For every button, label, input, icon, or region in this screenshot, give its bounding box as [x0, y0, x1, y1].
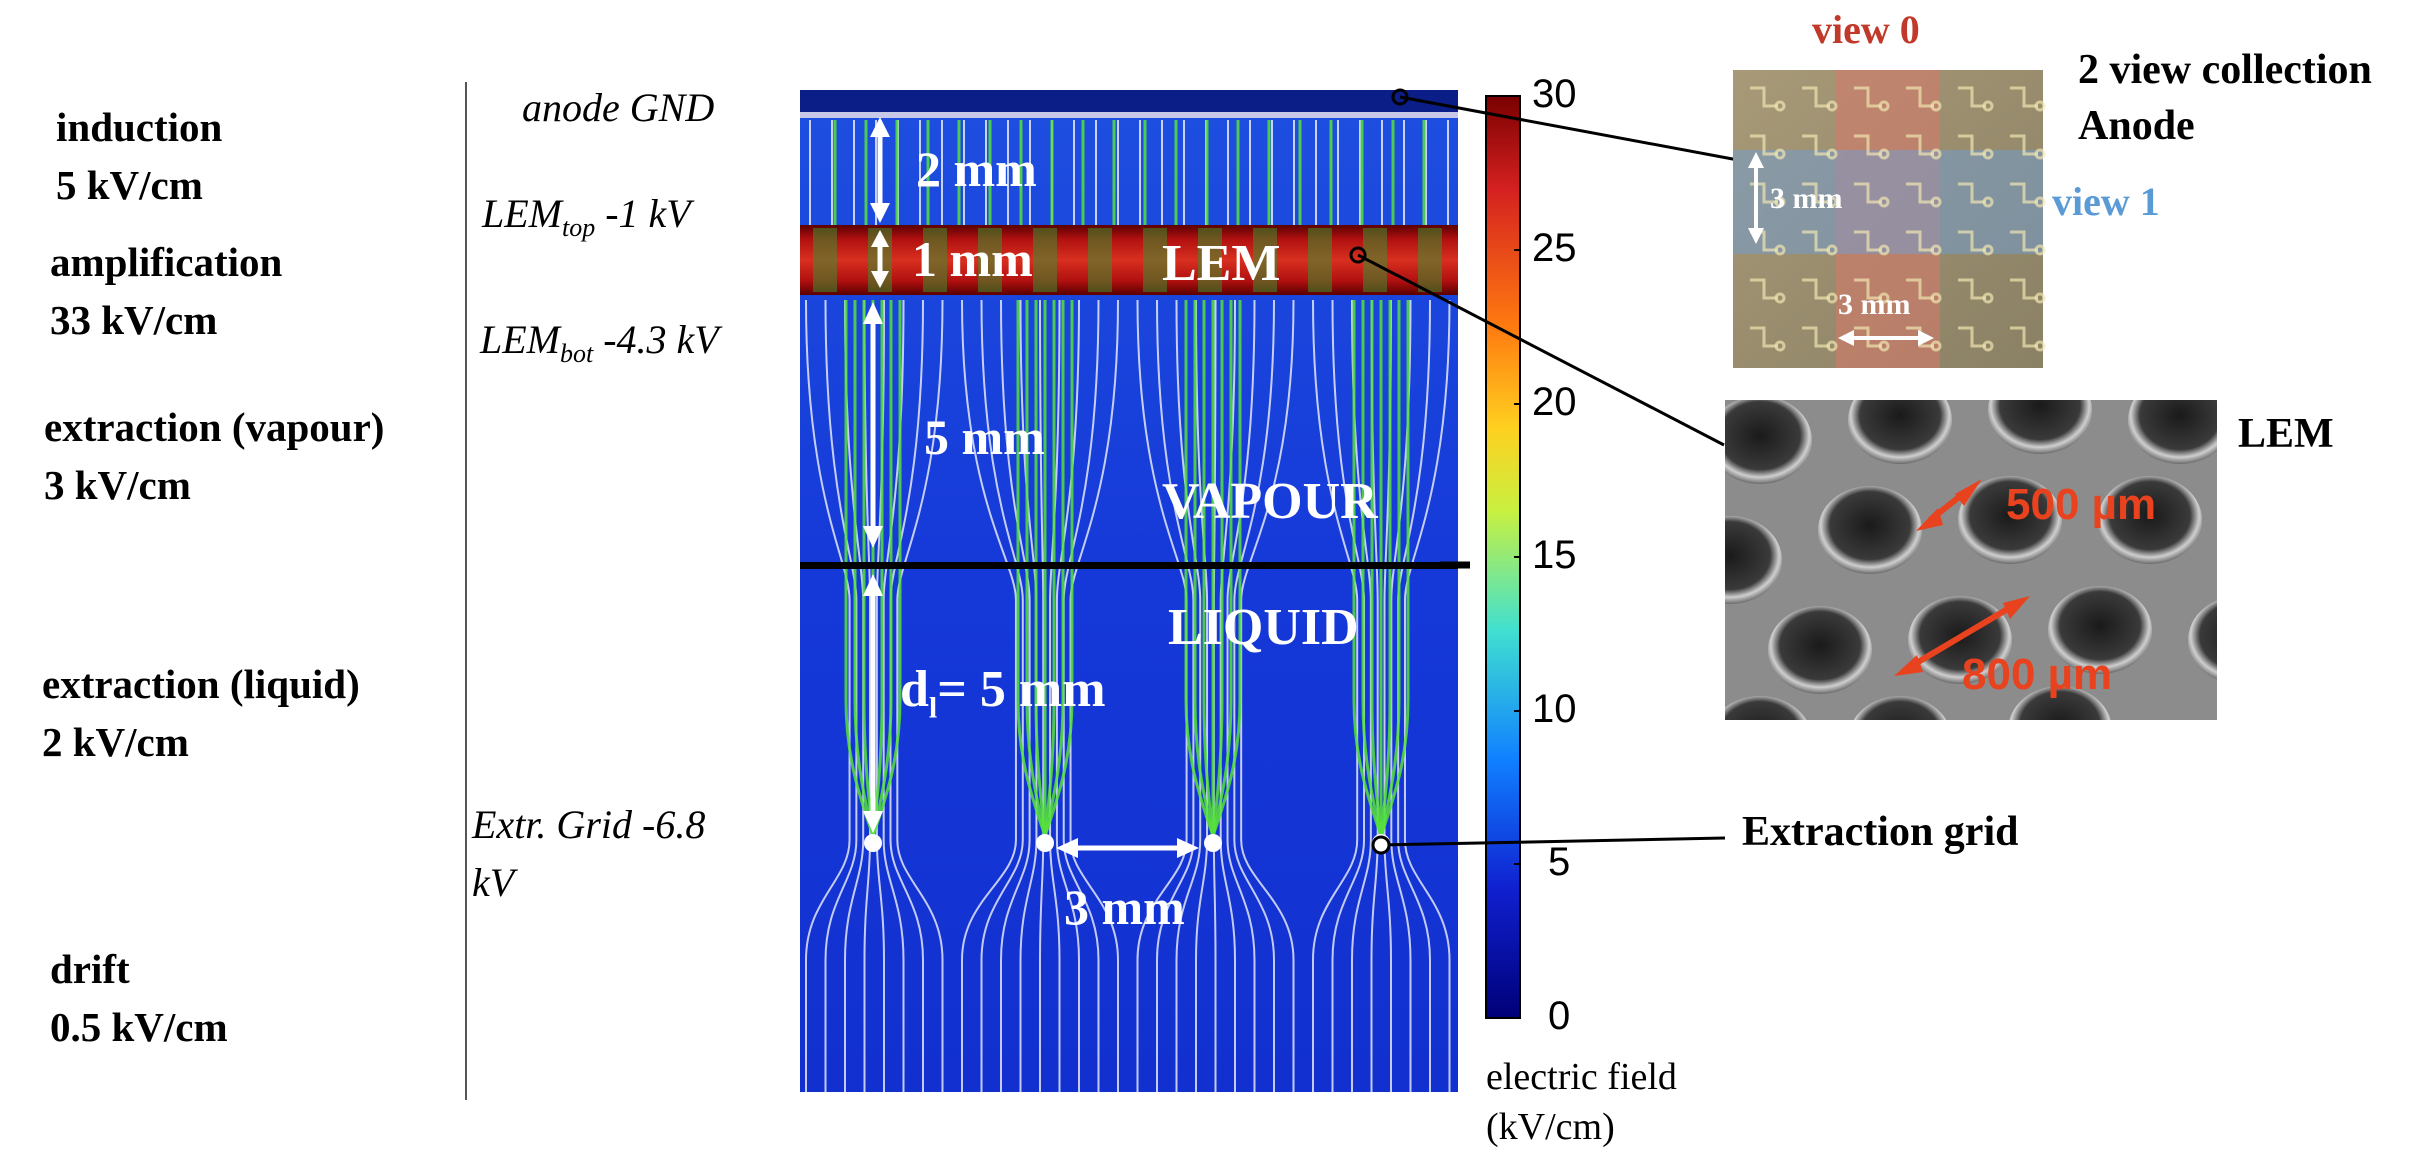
region-name: amplification	[50, 239, 283, 285]
extraction-grid-label: Extraction grid	[1742, 809, 2019, 855]
colorbar-tick-label: 30	[1532, 72, 1577, 116]
dl-label: dl= 5 mm	[900, 661, 1106, 725]
grid-voltage-label: Extr. Grid -6.8 kV	[472, 802, 706, 905]
anode-dim-vertical: 3 mm	[1770, 182, 1843, 215]
region-name: extraction (vapour)	[44, 404, 385, 450]
lem-top-voltage-label: LEMtop -1 kV	[482, 191, 691, 242]
vapour-label: VAPOUR	[1162, 473, 1378, 530]
lem-photo	[1725, 400, 2217, 720]
colorbar-ticks	[1514, 95, 1520, 1019]
region-field: 33 kV/cm	[50, 297, 218, 343]
lem-photo-title: LEM	[2238, 411, 2334, 457]
region-field: 5 kV/cm	[56, 162, 203, 208]
lem-photo-arrows	[1894, 479, 2030, 676]
lem-dim-500: 500 µm	[2006, 480, 2157, 529]
region-field: 2 kV/cm	[42, 719, 189, 765]
colorbar-tick-label: 5	[1548, 840, 1571, 884]
colorbar-tick-label: 15	[1532, 533, 1577, 577]
dimension-arrows	[863, 117, 1199, 858]
region-name: drift	[50, 946, 130, 992]
region-drift: drift 0.5 kV/cm	[50, 940, 228, 1056]
gap-1mm-label: 1 mm	[912, 231, 1033, 287]
anode-voltage-label: anode GND	[522, 85, 715, 130]
region-extraction-liquid: extraction (liquid) 2 kV/cm	[42, 655, 360, 771]
lem-label: LEM	[1162, 235, 1281, 292]
connector-lines	[1357, 95, 1739, 847]
colorbar-tick-label: 25	[1532, 226, 1577, 270]
lem-band	[800, 225, 1458, 295]
liquid-surface-line	[800, 562, 1458, 569]
region-field: 0.5 kV/cm	[50, 1004, 228, 1050]
region-name: extraction (liquid)	[42, 661, 360, 707]
anode-photo	[1733, 70, 2046, 368]
field-lines	[800, 90, 1458, 1092]
gap-5mm-label: 5 mm	[924, 409, 1045, 465]
pitch-3mm-label: 3 mm	[1064, 879, 1185, 935]
colorbar-tick-label: 10	[1532, 687, 1577, 731]
region-induction: induction 5 kV/cm	[56, 98, 222, 214]
liquid-label: LIQUID	[1168, 599, 1359, 656]
view1-label: view 1	[2052, 179, 2160, 224]
lem-bot-voltage-label: LEMbot -4.3 kV	[480, 317, 719, 368]
region-field: 3 kV/cm	[44, 462, 191, 508]
view0-label: view 0	[1812, 7, 1920, 52]
region-name: induction	[56, 104, 223, 150]
colorbar-tick-label: 0	[1548, 994, 1571, 1038]
region-amplification: amplification 33 kV/cm	[50, 233, 282, 349]
region-extraction-vapour: extraction (vapour) 3 kV/cm	[44, 398, 384, 514]
anode-dim-horizontal: 3 mm	[1838, 288, 1911, 321]
lem-dim-800: 800 µm	[1962, 650, 2113, 699]
anode-title: 2 view collection Anode	[2078, 47, 2372, 149]
colorbar-title: electric field (kV/cm)	[1486, 1056, 1677, 1148]
colorbar-tick-label: 20	[1532, 380, 1577, 424]
gap-2mm-label: 2 mm	[916, 141, 1037, 197]
